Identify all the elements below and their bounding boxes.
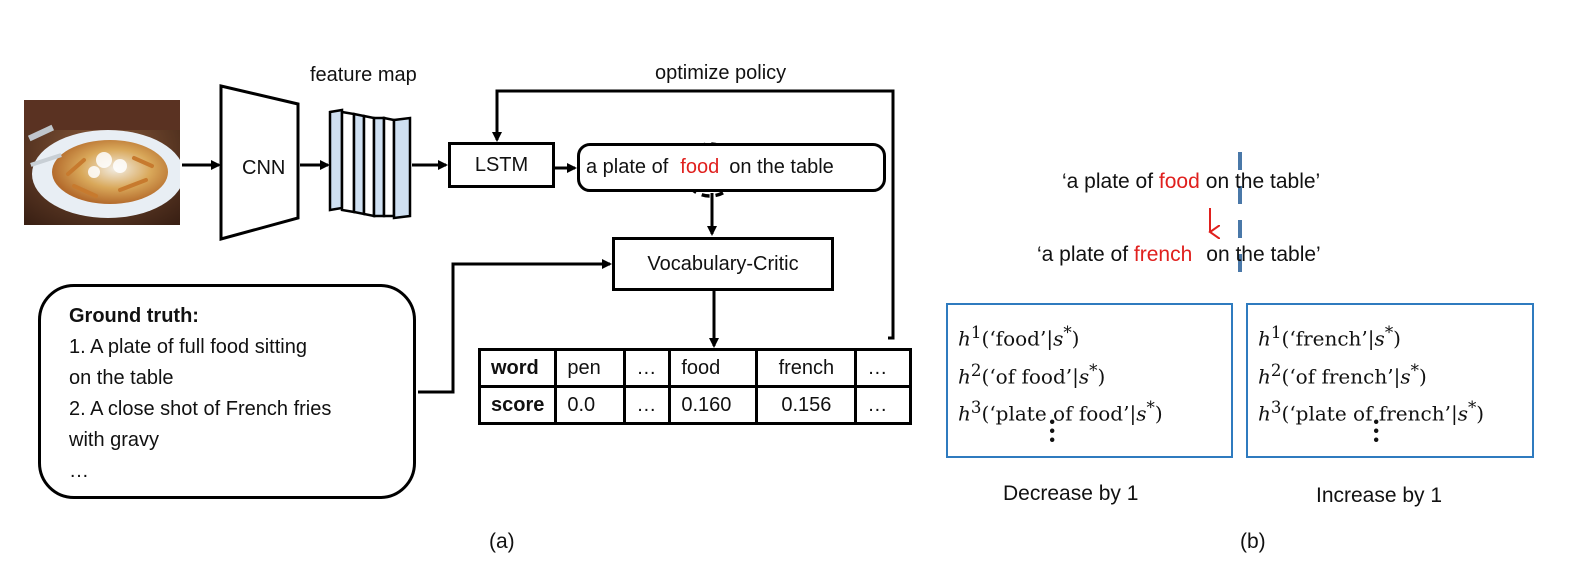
right-ngram-panel: h1(‘french’|s*) h2(‘of french’|s*) h3(‘p… <box>1246 303 1534 458</box>
sentence-modified: ‘a plate of french on the table’ <box>1037 243 1321 267</box>
ngram-line: h1(‘food’|s*) <box>958 323 1080 351</box>
table-row-word: word pen … food french … <box>477 348 913 388</box>
vocabulary-critic-label: Vocabulary-Critic <box>647 252 799 275</box>
ground-truth-line: with gravy <box>69 429 160 451</box>
ngram-line: h3(‘plate of french’|s*) <box>1258 398 1485 426</box>
increase-caption: Increase by 1 <box>1316 484 1443 507</box>
left-ngram-panel: h1(‘food’|s*) h2(‘of food’|s*) h3(‘plate… <box>946 303 1233 458</box>
sentence-modified-before: ‘a plate of <box>1037 243 1134 266</box>
table-cell: … <box>623 348 672 388</box>
table-cell: french <box>755 348 858 388</box>
ground-truth-line: 1. A plate of full food sitting <box>69 336 307 358</box>
word-score-table: word pen … food french … score 0.0 … 0.1… <box>477 348 913 425</box>
sentence-modified-word: french <box>1133 243 1193 266</box>
arrow-truth-to-critic <box>418 259 612 394</box>
table-cell: pen <box>554 348 627 388</box>
ground-truth-heading: Ground truth: <box>69 305 199 327</box>
sentence-modified-after: on the table’ <box>1206 243 1321 266</box>
table-cell: … <box>854 385 913 425</box>
sentence-original-after: on the table’ <box>1205 170 1321 193</box>
table-cell: … <box>623 385 672 425</box>
feature-map-stack <box>328 108 412 220</box>
cnn-block <box>219 84 300 241</box>
sentence-original-before: ‘a plate of <box>1062 170 1159 193</box>
caption-highlight-word: food <box>680 156 720 178</box>
ngram-line: h2(‘of food’|s*) <box>958 360 1106 389</box>
arrow-optimize-policy <box>492 89 895 340</box>
lstm-label: LSTM <box>474 153 529 176</box>
ground-truth-line: on the table <box>69 367 174 389</box>
table-cell: 0.160 <box>668 385 759 425</box>
caption-text-before: a plate of <box>586 156 669 178</box>
vocabulary-critic-box: Vocabulary-Critic <box>612 237 834 291</box>
table-row-score: score 0.0 … 0.160 0.156 … <box>477 385 913 425</box>
food-image <box>24 100 180 225</box>
ngram-line: h3(‘plate of food’|s*) <box>958 398 1163 426</box>
table-cell-header: score <box>477 385 558 425</box>
label-b: (b) <box>1240 530 1266 553</box>
caption-box: a plate of food on the table <box>577 143 886 192</box>
table-cell: 0.156 <box>755 385 858 425</box>
decrease-caption: Decrease by 1 <box>1003 482 1139 505</box>
table-cell-header: word <box>477 348 558 388</box>
table-cell: food <box>668 348 759 388</box>
ground-truth-line: 2. A close shot of French fries <box>69 398 332 420</box>
ngram-line: h1(‘french’|s*) <box>1258 323 1401 351</box>
sentence-original-word: food <box>1158 170 1200 193</box>
ground-truth-line: … <box>69 460 89 482</box>
feature-map-label: feature map <box>310 64 417 86</box>
table-cell: … <box>854 348 913 388</box>
vertical-ellipsis-icon: ··· <box>1048 407 1057 454</box>
caption-text-after: on the table <box>729 156 834 178</box>
cnn-label: CNN <box>242 157 286 179</box>
table-cell: 0.0 <box>554 385 627 425</box>
ngram-line: h2(‘of french’|s*) <box>1258 360 1427 389</box>
label-a: (a) <box>489 530 515 553</box>
vertical-ellipsis-icon: ··· <box>1372 407 1381 454</box>
optimize-policy-label: optimize policy <box>655 62 787 84</box>
ground-truth-box: Ground truth: 1. A plate of full food si… <box>38 284 416 499</box>
lstm-box: LSTM <box>448 142 555 188</box>
